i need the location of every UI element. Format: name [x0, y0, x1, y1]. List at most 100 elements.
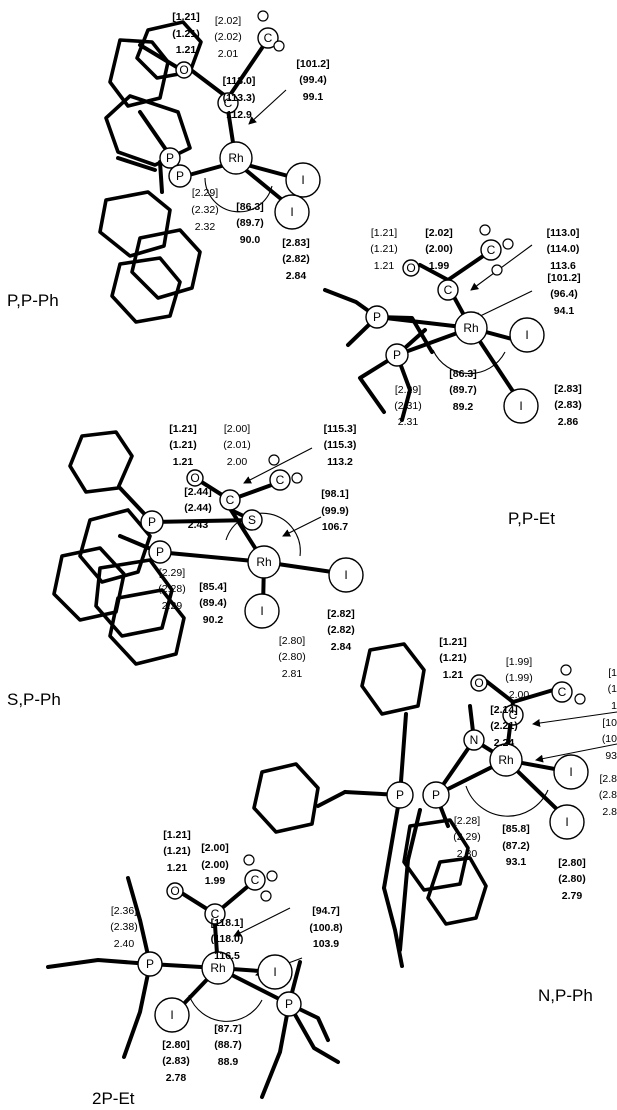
value-angle-1: [1 (1 1: [608, 667, 617, 712]
svg-text:(87.2): (87.2): [502, 840, 529, 852]
svg-text:2.29: 2.29: [162, 600, 183, 612]
svg-text:[113.0]: [113.0]: [223, 75, 256, 87]
hydrogen-atom: [560, 664, 572, 676]
svg-text:[2.44]: [2.44]: [184, 486, 211, 498]
svg-text:2.01: 2.01: [218, 48, 239, 60]
svg-text:[85.4]: [85.4]: [199, 581, 226, 593]
phosphorus-label-2: P: [432, 788, 440, 802]
svg-text:90.2: 90.2: [203, 614, 224, 626]
svg-text:(2.32): (2.32): [191, 204, 218, 216]
value-rh-i-2: [2.82] (2.82) 2.84: [327, 608, 354, 653]
value-angle-2: [10 (10 93: [602, 717, 617, 762]
carbonyl-carbon-label: C: [444, 283, 453, 297]
svg-text:2.31: 2.31: [398, 416, 419, 428]
svg-text:1.21: 1.21: [167, 862, 188, 874]
rhodium-label: Rh: [498, 753, 513, 767]
svg-text:1.21: 1.21: [176, 44, 197, 56]
hydrogen-atom: [266, 870, 278, 882]
svg-text:(89.7): (89.7): [449, 384, 476, 396]
svg-text:2.30: 2.30: [457, 848, 478, 860]
svg-text:[2.02]: [2.02]: [425, 227, 452, 239]
svg-text:[1.99]: [1.99]: [506, 656, 532, 668]
phosphorus-label-1: P: [146, 957, 154, 971]
svg-text:[2.14]: [2.14]: [490, 704, 517, 716]
svg-text:(2.83): (2.83): [554, 399, 581, 411]
complex-label: S,P-Ph: [7, 690, 61, 709]
value-rh-p: [2.29] (2.28) 2.29: [158, 567, 185, 612]
iodine-label-1: I: [170, 1008, 173, 1022]
svg-text:(100.8): (100.8): [309, 922, 342, 934]
complex-pp-ph: O C C Rh P P I I [1.21] (1.21) 1.21 [2.0…: [7, 10, 330, 324]
phosphorus-atom-2: [148, 540, 172, 564]
complex-label: P,P-Ph: [7, 291, 59, 310]
svg-text:89.2: 89.2: [453, 401, 474, 413]
value-rh-n: [2.14] (2.21) 2.24: [490, 704, 517, 749]
svg-text:2.78: 2.78: [166, 1072, 187, 1084]
svg-text:2.40: 2.40: [114, 938, 135, 950]
svg-text:99.1: 99.1: [303, 91, 324, 103]
phosphorus-atom-1: [140, 510, 164, 534]
iodine-atom-2: [244, 593, 280, 629]
carbonyl-carbon-atom: [437, 279, 459, 301]
svg-text:[115.3]: [115.3]: [324, 423, 357, 435]
iodine-label-2: I: [290, 205, 293, 219]
value-angle-2: [101.2] (99.4) 99.1: [296, 58, 329, 103]
svg-text:88.9: 88.9: [218, 1056, 239, 1068]
svg-text:[86.3]: [86.3]: [449, 368, 476, 380]
svg-text:93.1: 93.1: [506, 856, 527, 868]
methyl-carbon-atom: [480, 239, 502, 261]
svg-text:[118.1]: [118.1]: [211, 917, 244, 929]
svg-text:(88.7): (88.7): [214, 1039, 241, 1051]
svg-text:[87.7]: [87.7]: [214, 1023, 241, 1035]
hydrogen-atom: [502, 238, 514, 250]
methyl-carbon-label: C: [251, 873, 260, 887]
svg-text:(2.00): (2.00): [201, 859, 228, 871]
hydrogen-atom: [257, 10, 269, 22]
svg-text:[85.8]: [85.8]: [502, 823, 529, 835]
svg-text:(1.99): (1.99): [505, 672, 532, 684]
svg-text:(1.21): (1.21): [172, 28, 199, 40]
svg-text:[1: [1: [608, 667, 617, 679]
svg-text:113.2: 113.2: [327, 456, 353, 468]
carbonyl-carbon-atom: [217, 92, 239, 114]
svg-text:(113.3): (113.3): [223, 92, 256, 104]
value-angle-1: [113.0] (113.3) 112.9: [223, 75, 256, 121]
svg-text:[98.1]: [98.1]: [321, 488, 348, 500]
ethyl-arms: [46, 876, 340, 1099]
svg-text:(118.0): (118.0): [211, 933, 244, 945]
svg-text:[86.3]: [86.3]: [236, 201, 263, 213]
sulfur-label: S: [248, 513, 256, 527]
svg-text:[2.02]: [2.02]: [215, 15, 241, 27]
svg-text:112.9: 112.9: [226, 109, 252, 121]
methyl-carbon-atom: [257, 27, 279, 49]
carbonyl-carbon-label: C: [224, 96, 233, 110]
svg-text:2.86: 2.86: [558, 416, 579, 428]
value-rh-i: [2.83] (2.83) 2.86: [554, 383, 581, 428]
iodine-label-2: I: [565, 815, 568, 829]
svg-text:93: 93: [605, 750, 617, 762]
svg-text:[1.21]: [1.21]: [172, 11, 199, 23]
iodine-atom-1: [553, 754, 589, 790]
value-p-rh-p-angle: [85.8] (87.2) 93.1: [502, 823, 529, 868]
phenyl-rings: [52, 430, 186, 666]
bonds: [148, 880, 291, 1015]
svg-text:103.9: 103.9: [313, 938, 339, 950]
hydrogen-atom: [574, 693, 586, 705]
svg-text:1.99: 1.99: [429, 260, 450, 272]
value-c-c: [2.02] (2.02) 2.01: [214, 15, 241, 60]
svg-text:(2.01): (2.01): [223, 439, 250, 451]
phosphorus-label-2: P: [156, 545, 164, 559]
svg-text:[2.29]: [2.29]: [192, 187, 218, 199]
svg-text:(89.4): (89.4): [199, 597, 226, 609]
svg-text:[101.2]: [101.2]: [547, 272, 580, 284]
hydrogen-atom: [273, 40, 285, 52]
svg-text:[2.82]: [2.82]: [327, 608, 354, 620]
complex-label: P,P-Et: [508, 509, 555, 528]
oxygen-label: O: [474, 676, 483, 690]
oxygen-atom: [175, 61, 193, 79]
svg-text:[2.83]: [2.83]: [282, 237, 309, 249]
iodine-atom-1: [509, 317, 545, 353]
value-co: [1.21] (1.21) 1.21: [169, 423, 196, 468]
svg-text:2.24: 2.24: [494, 737, 515, 749]
svg-text:(2.21): (2.21): [490, 720, 517, 732]
